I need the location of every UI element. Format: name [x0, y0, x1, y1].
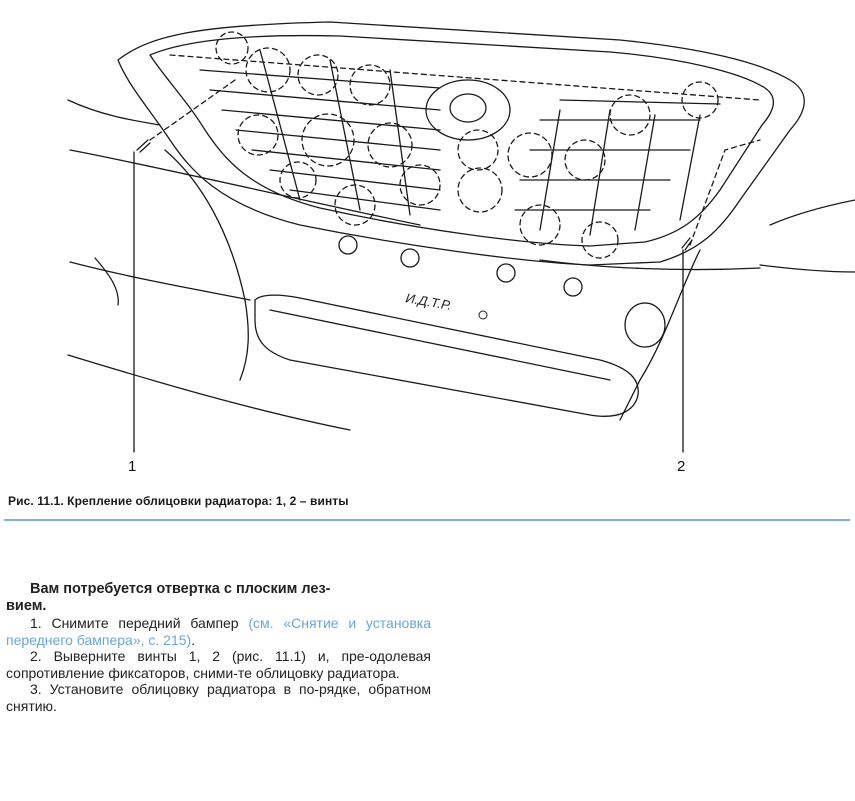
callout-2: 2	[677, 458, 686, 475]
screw-2	[681, 237, 693, 251]
screw-1	[136, 139, 151, 153]
watermark: И.Д.Т.Р.	[404, 290, 452, 313]
right-fender	[619, 249, 701, 421]
figure-caption: Рис. 11.1. Крепление облицовки радиатора…	[8, 494, 349, 508]
tools-line-1: Вам потребуется отвертка с плоским лез-	[30, 581, 331, 597]
grille-outer-frame	[117, 21, 805, 266]
hood-line	[67, 99, 161, 126]
grille-inner-frame	[149, 34, 774, 247]
step-2: 2. Выверните винты 1, 2 (рис. 11.1) и, п…	[6, 648, 431, 681]
grille-drawing: И.Д.Т.Р.	[67, 21, 855, 453]
tools-line-2: вием.	[6, 598, 47, 614]
step-3: 3. Установите облицовку радиатора в по-р…	[6, 681, 431, 714]
step-1: 1. Снимите передний бампер (см. «Снятие …	[6, 615, 431, 648]
step-1-suffix: .	[191, 631, 196, 648]
lower-air-intake	[254, 294, 639, 417]
grille-mounting-figure: И.Д.Т.Р. 1 2	[67, 21, 855, 475]
callout-1: 1	[128, 458, 137, 475]
tools-required: Вам потребуется отвертка с плоским лез- …	[6, 581, 431, 615]
section-divider	[4, 519, 850, 521]
left-fender	[164, 149, 249, 381]
instructions: Вам потребуется отвертка с плоским лез- …	[6, 581, 431, 714]
bumper-reference-link[interactable]: (см. «Снятие и установка переднего бампе…	[6, 615, 431, 648]
step-1-text: 1. Снимите передний бампер	[30, 615, 249, 631]
